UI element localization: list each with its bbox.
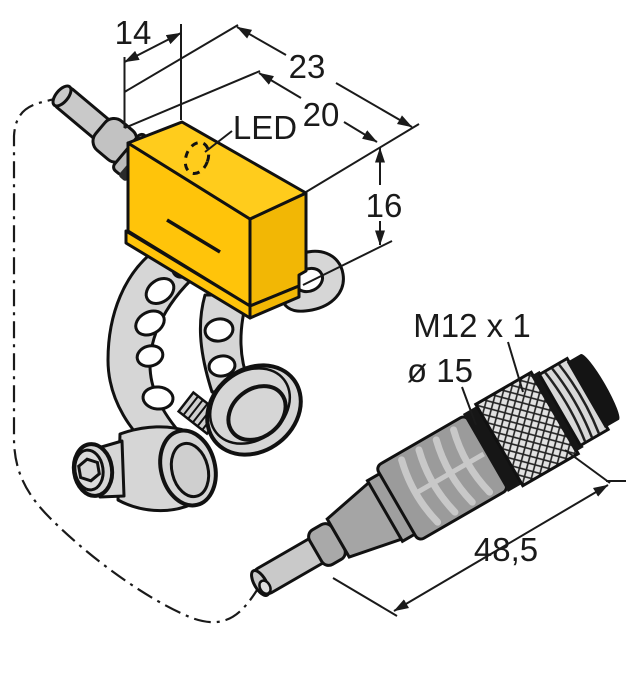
diameter-callout: ø 15 xyxy=(407,352,477,426)
sensor-slot-mark xyxy=(166,218,221,254)
hex-socket-icon xyxy=(77,457,101,483)
mounting-clamp xyxy=(71,246,345,513)
clamp-loop-ring xyxy=(205,363,303,457)
dimension-20: 20 xyxy=(124,70,378,143)
strap-hole xyxy=(144,277,176,305)
strap-hole xyxy=(141,385,175,411)
dim-label-20: 20 xyxy=(303,96,340,133)
cable-core-tip xyxy=(258,579,272,596)
led-callout: LED xyxy=(204,109,297,153)
led-indicator xyxy=(183,141,211,175)
led-label: LED xyxy=(233,109,297,146)
strap-hole xyxy=(203,317,235,343)
dimension-48-5: 48,5 xyxy=(332,449,626,617)
sensor-base-lip-side xyxy=(248,284,301,320)
sensor-body xyxy=(124,120,308,320)
clamp-cylinder xyxy=(71,425,218,513)
dimension-16: 16 xyxy=(302,147,403,286)
strap-hole xyxy=(207,354,237,378)
sensor-top-face xyxy=(126,120,308,221)
strap-hole xyxy=(135,344,165,368)
dim-label-14: 14 xyxy=(115,14,152,51)
connector-end-face xyxy=(566,354,619,428)
diameter-label: ø 15 xyxy=(407,352,473,389)
strap-hole xyxy=(134,309,166,337)
dim-label-16: 16 xyxy=(366,187,403,224)
dim-label-48-5: 48,5 xyxy=(474,531,538,568)
cable-cut-end xyxy=(51,84,73,108)
dimension-23: 23 xyxy=(123,24,420,193)
thread-label: M12 x 1 xyxy=(413,307,530,344)
dimension-14: 14 xyxy=(115,14,182,128)
connector-oring xyxy=(462,405,524,492)
thread-callout: M12 x 1 xyxy=(413,307,531,393)
dim-label-23: 23 xyxy=(289,48,326,85)
